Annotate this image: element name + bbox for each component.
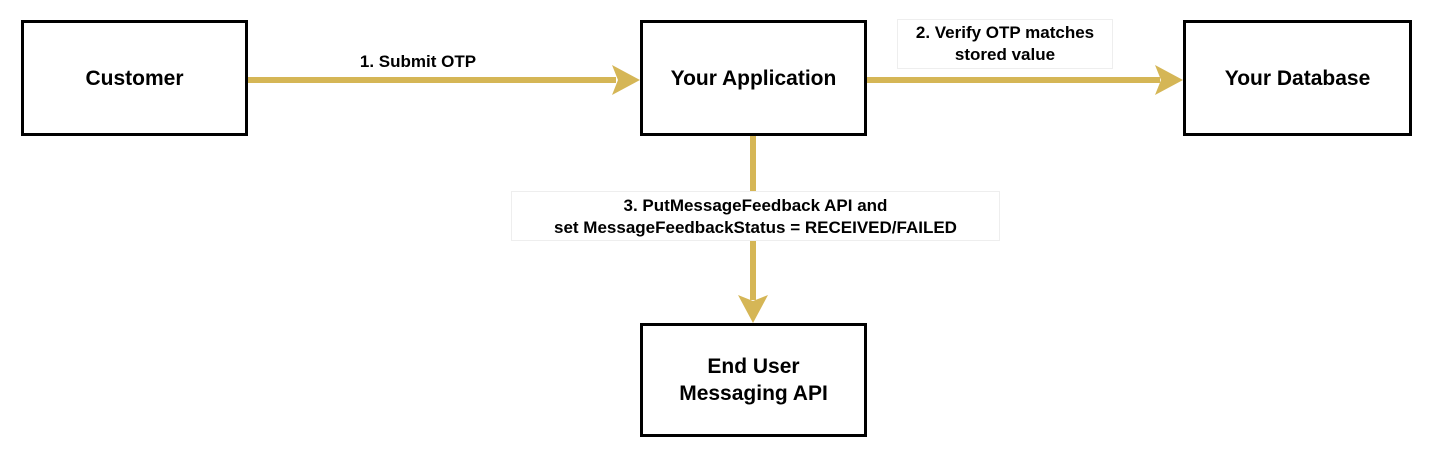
application-node-label: Your Application: [670, 66, 837, 90]
arrow-customer-to-app: [248, 65, 640, 95]
application-node: Your Application: [640, 20, 867, 136]
customer-node: Customer: [21, 20, 248, 136]
arrow-app-to-db: [867, 65, 1183, 95]
messaging-api-node-label: End User Messaging API: [679, 355, 828, 405]
database-node-label: Your Database: [1224, 66, 1371, 90]
edge-label-put-message-feedback: 3. PutMessageFeedback API and set Messag…: [511, 191, 1000, 241]
database-node: Your Database: [1183, 20, 1412, 136]
customer-node-label: Customer: [85, 66, 184, 90]
edge-label-submit-otp: 1. Submit OTP: [338, 51, 498, 73]
messaging-api-node: End User Messaging API: [640, 323, 867, 437]
edge-label-verify-otp: 2. Verify OTP matches stored value: [897, 19, 1113, 69]
